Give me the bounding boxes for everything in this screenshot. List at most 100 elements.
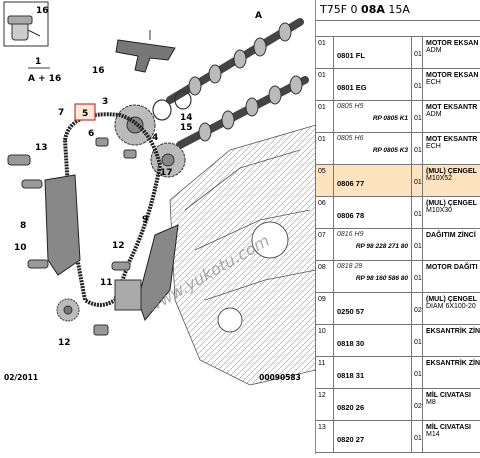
- row-alt-reference: 0816 H9: [337, 231, 364, 238]
- row-quantity-cell: 01: [412, 165, 423, 196]
- row-quantity-cell: 01: [412, 229, 423, 260]
- row-index: 12: [316, 389, 334, 420]
- row-part-number[interactable]: 0250 57: [337, 307, 365, 316]
- row-index: 08: [316, 261, 334, 292]
- row-description-title: (MUL) ÇENGEL: [426, 200, 477, 207]
- row-replacement-number[interactable]: RP 0805 K3: [372, 147, 408, 154]
- part-8-guide-bracket[interactable]: [115, 30, 176, 73]
- row-alt-reference: 0805 H6: [337, 135, 364, 142]
- row-description: DAĞITIM ZİNCİ: [423, 229, 480, 260]
- row-part-number[interactable]: 0820 26: [337, 403, 365, 412]
- row-index: 10: [316, 325, 334, 356]
- row-index: 09: [316, 293, 334, 324]
- row-description-title: MOTOR DAĞITI: [426, 264, 478, 271]
- row-part-number[interactable]: 0818 31: [337, 371, 365, 380]
- callout-12b: 11: [100, 278, 113, 288]
- row-quantity: 01: [414, 371, 422, 378]
- header-bold: 08A: [361, 3, 385, 16]
- row-description-title: MOT EKSANTR: [426, 104, 478, 111]
- row-reference: 0820 26: [334, 389, 412, 420]
- row-quantity: 01: [414, 435, 422, 442]
- row-index: 01: [316, 133, 334, 164]
- callout-A: A: [255, 11, 262, 21]
- row-index: 01: [316, 69, 334, 100]
- row-quantity-cell: 01: [412, 197, 423, 228]
- part-7-timing-chain[interactable]: [62, 112, 163, 307]
- row-description-detail: M10X52: [426, 175, 453, 182]
- row-quantity-cell: 01: [412, 261, 423, 292]
- callout-10: 8: [20, 221, 26, 231]
- diagram-date: 02/2011: [4, 373, 38, 382]
- part-10-chain-guide[interactable]: [44, 174, 81, 276]
- row-reference: 0818 31: [334, 357, 412, 388]
- row-part-number[interactable]: 0818 30: [337, 339, 365, 348]
- camshaft-lower[interactable]: [176, 75, 309, 149]
- row-quantity: 01: [414, 83, 422, 90]
- part-12-bolts[interactable]: [27, 259, 131, 271]
- row-reference: 0806 77: [334, 165, 412, 196]
- row-description-title: MİL CIVATASI: [426, 424, 471, 431]
- row-description-detail: ECH: [426, 143, 441, 150]
- part-16-seal-rings[interactable]: [152, 90, 192, 121]
- part-17-tensioner[interactable]: [114, 279, 142, 311]
- row-replacement-number[interactable]: RP 0805 K1: [372, 115, 408, 122]
- callout-16a: 14: [180, 113, 193, 123]
- row-quantity-cell: 01: [412, 133, 423, 164]
- row-part-number[interactable]: 0820 27: [337, 435, 365, 444]
- row-quantity: 02: [414, 403, 422, 410]
- part-9-bolt[interactable]: [3, 1, 49, 47]
- header-prefix: T75F 0: [320, 3, 362, 16]
- header-suffix: 15A: [384, 3, 410, 16]
- header-spacer: [316, 21, 480, 37]
- row-replacement-number[interactable]: RP 98 160 586 80: [355, 275, 408, 282]
- callout-7: 7: [58, 108, 64, 118]
- part-5-bolt[interactable]: [95, 137, 109, 147]
- row-description: EKSANTRİK ZİN: [423, 325, 480, 356]
- row-alt-reference: 0805 H5: [337, 103, 364, 110]
- row-part-number[interactable]: 0806 77: [337, 179, 365, 188]
- camshaft-upper[interactable]: [166, 18, 304, 104]
- callout-12a: 10: [14, 243, 27, 253]
- callout-6: 6: [88, 129, 94, 139]
- row-part-number[interactable]: 0806 78: [337, 211, 365, 220]
- row-quantity-cell: 01: [412, 37, 423, 68]
- highlight-callout-5[interactable]: [74, 103, 96, 121]
- part-15-crank-sprocket[interactable]: [56, 298, 80, 322]
- row-replacement-number[interactable]: RP 98 228 271 80: [355, 243, 408, 250]
- row-quantity: 01: [414, 179, 422, 186]
- row-description: EKSANTRİK ZİN: [423, 357, 480, 388]
- callout-15: 12: [58, 338, 71, 348]
- row-quantity-cell: 01: [412, 421, 423, 452]
- callout-8: 16: [92, 66, 105, 76]
- row-part-number[interactable]: 0801 EG: [337, 83, 367, 92]
- row-part-number[interactable]: 0801 FL: [337, 51, 365, 60]
- part-6-bolt[interactable]: [123, 149, 137, 159]
- row-description-detail: M14: [426, 431, 440, 438]
- diagram-code: 00090583: [259, 373, 301, 382]
- row-quantity: 01: [414, 211, 422, 218]
- row-description-detail: M10X30: [426, 207, 453, 214]
- part-13-bolt[interactable]: [93, 324, 109, 336]
- part-14-pivot-bolts[interactable]: [7, 154, 43, 189]
- part-4-cam-sprocket[interactable]: [150, 142, 186, 178]
- row-index: 06: [316, 197, 334, 228]
- row-quantity-cell: 01: [412, 325, 423, 356]
